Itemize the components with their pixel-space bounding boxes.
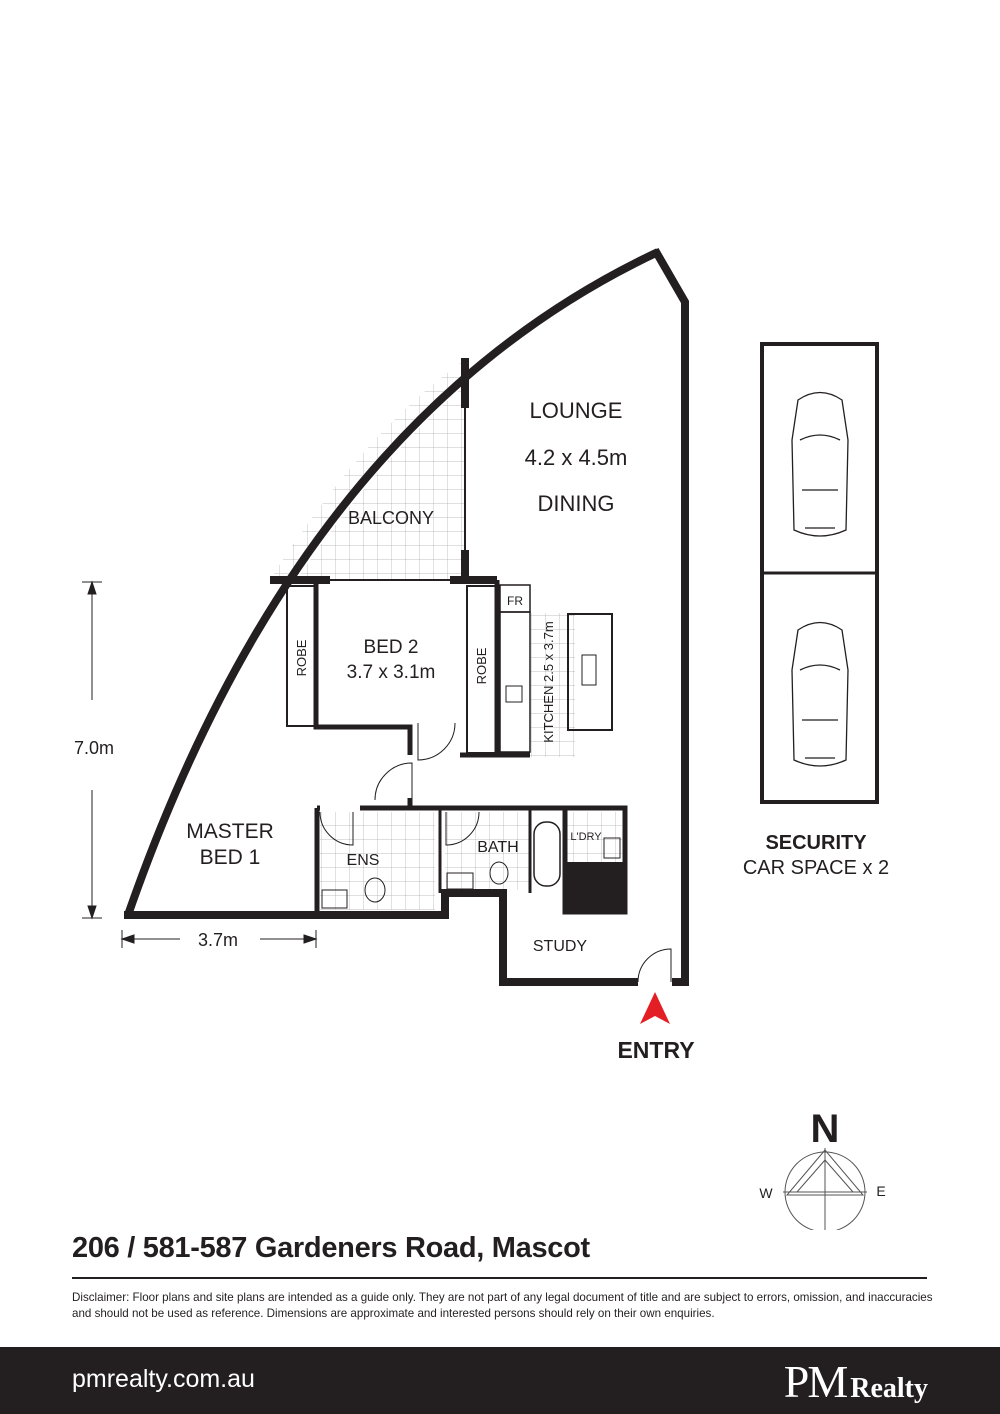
compass-west: W: [759, 1185, 773, 1201]
website-link[interactable]: pmrealty.com.au: [72, 1365, 255, 1393]
parking-title: SECURITY: [765, 832, 867, 854]
master-label: MASTER: [186, 820, 274, 843]
study-label: STUDY: [533, 938, 588, 955]
robe-label: ROBE: [474, 647, 489, 684]
fridge-label: FR: [507, 594, 523, 608]
dimension-lines: [82, 580, 318, 948]
compass-east: E: [876, 1183, 885, 1199]
lounge-label: LOUNGE: [530, 398, 623, 423]
kitchen-label: KITCHEN 2.5 x 3.7m: [541, 621, 556, 742]
walls: [124, 248, 689, 986]
logo-realty: Realty: [850, 1373, 928, 1404]
car-icon: [791, 391, 849, 537]
logo-pm: PM: [783, 1356, 849, 1407]
compass-icon: [783, 1148, 867, 1230]
master-label-2: BED 1: [200, 846, 261, 869]
laundry-label: L'DRY: [570, 831, 602, 843]
compass-north: N: [811, 1107, 840, 1151]
balcony-floor: [270, 360, 465, 580]
dining-label: DINING: [538, 491, 615, 516]
floor-plan: LOUNGE 4.2 x 4.5m DINING BALCONY BED 2 3…: [74, 248, 889, 1230]
bath-floor: [445, 812, 530, 890]
robe-label: ROBE: [294, 639, 309, 676]
ensuite-floor: [320, 812, 435, 910]
entry-arrow-icon: [640, 992, 670, 1024]
disclaimer: Disclaimer: Floor plans and site plans a…: [72, 1291, 933, 1320]
width-dimension: 3.7m: [198, 930, 238, 950]
laundry-floor: [567, 812, 622, 862]
bed2-label: BED 2: [364, 637, 419, 658]
lounge-size: 4.2 x 4.5m: [525, 445, 628, 470]
car-spaces: [760, 342, 879, 804]
parking-subtitle: CAR SPACE x 2: [743, 857, 889, 879]
entry-label: ENTRY: [617, 1037, 694, 1063]
divider: [72, 1277, 927, 1279]
ensuite-label: ENS: [347, 852, 380, 869]
car-icon: [791, 621, 849, 767]
height-dimension: 7.0m: [74, 738, 114, 758]
bed2-size: 3.7 x 3.1m: [347, 662, 436, 683]
property-address: 206 / 581-587 Gardeners Road, Mascot: [72, 1232, 590, 1264]
balcony-label: BALCONY: [348, 508, 434, 528]
bath-label: BATH: [477, 839, 518, 856]
